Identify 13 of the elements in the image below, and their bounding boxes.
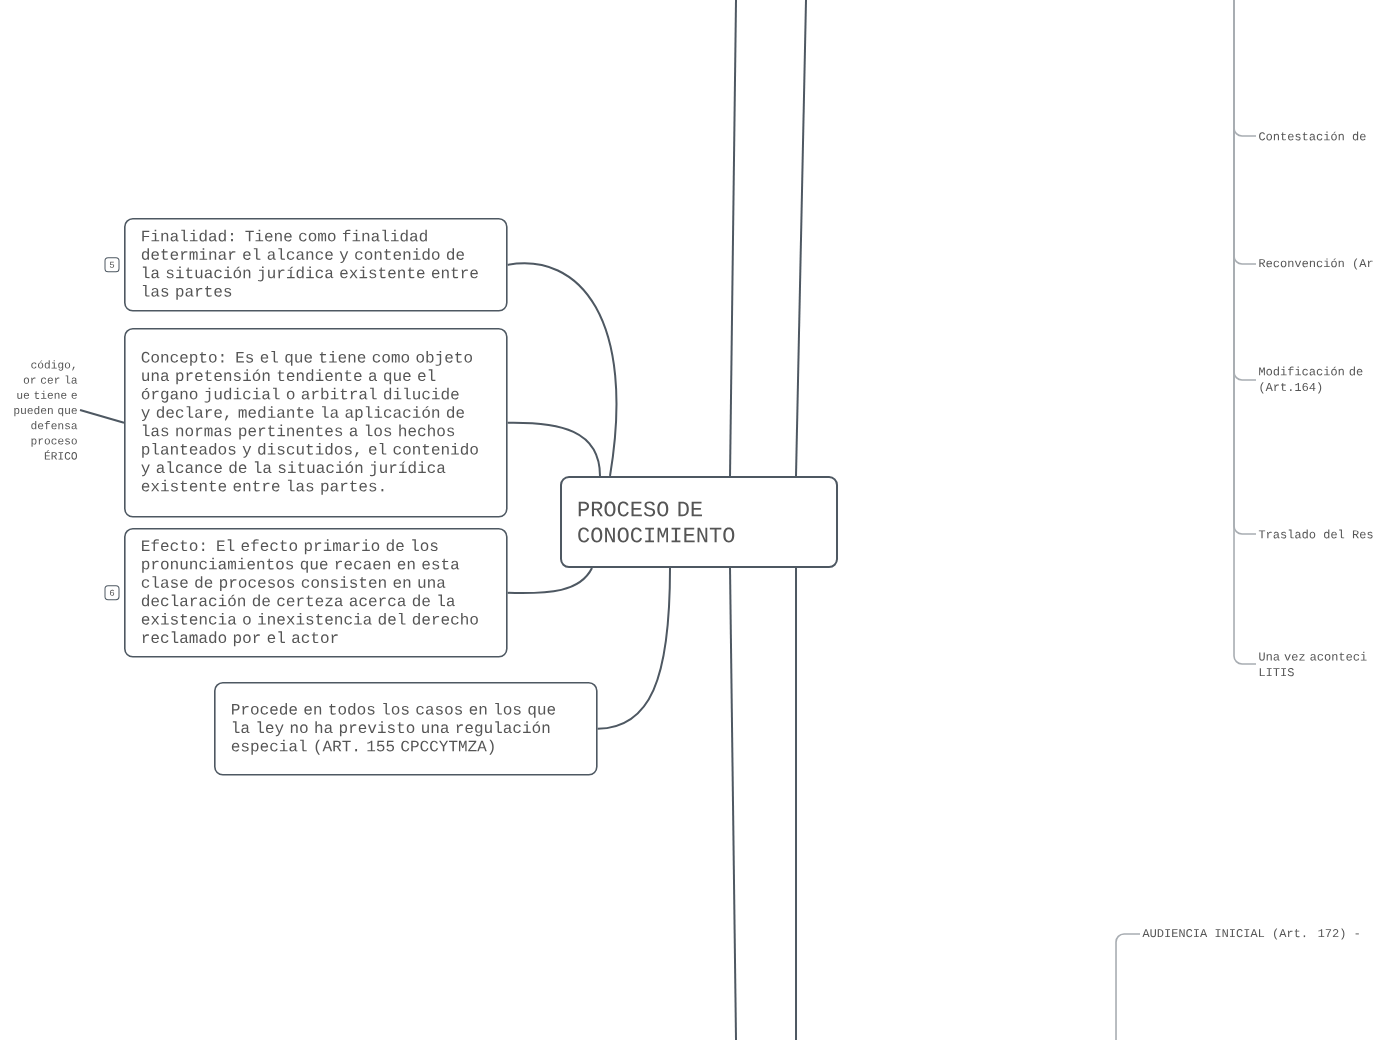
- topic-box: Finalidad: Tiene como finalidad determinar el alcance y contenido de la situación jurídica existente entre las partes: [124, 218, 508, 312]
- connector-line: [729, 567, 737, 1040]
- topic-box: Procede en todos los casos en los que la ley no ha previsto una regulación especial (ART. 155 CPCCYTMZA): [214, 682, 598, 776]
- topic-box: Efecto: El efecto primario de los pronunciamientos que recaen en esta clase de procesos consisten en una declaración de certeza acerca de la existencia o inexistencia del derecho reclamado por el actor: [124, 528, 508, 658]
- central-topic-box: PROCESO DE CONOCIMIENTO: [560, 476, 838, 568]
- connector-line: [506, 421, 601, 477]
- connector-line: [506, 262, 618, 477]
- connector-line: [79, 409, 125, 424]
- connector-line: [506, 567, 593, 595]
- topic-box: Concepto: Es el que tiene como objeto una pretensión tendiente a que el órgano judicial o arbitral dilucide y declare, mediante la aplicación de las normas pertinentes a los hechos planteados y discutidos, el contenido y alcance de la situación jurídica existente entre las partes.: [124, 328, 508, 518]
- connector-line: [729, 0, 737, 477]
- connector-line: [795, 567, 797, 1040]
- connector-line: [795, 0, 807, 477]
